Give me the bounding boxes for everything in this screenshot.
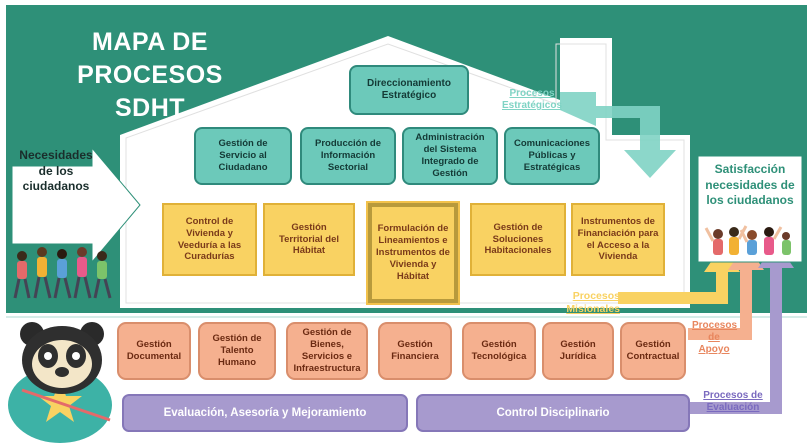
happy-people-illustration bbox=[704, 225, 791, 255]
support-process-5[interactable]: Gestión Tecnológica bbox=[462, 322, 536, 380]
citizen-needs-label: Necesidades de los ciudadanos bbox=[19, 148, 93, 194]
evaluation-process-2[interactable]: Control Disciplinario bbox=[416, 394, 690, 432]
missional-process-3[interactable]: Formulación de Lineamientos e Instrument… bbox=[366, 201, 460, 305]
missional-processes-label: Procesos Misionales bbox=[566, 290, 620, 315]
title-line-1: MAPA DE bbox=[92, 28, 208, 56]
strategic-processes-label: Procesos Estratégicos bbox=[501, 88, 563, 111]
missional-process-2[interactable]: Gestión Territorial del Hábitat bbox=[263, 203, 355, 276]
strategic-arrow bbox=[560, 92, 676, 178]
evaluation-process-1[interactable]: Evaluación, Asesoría y Mejoramiento bbox=[122, 394, 408, 432]
missional-process-4[interactable]: Gestión de Soluciones Habitacionales bbox=[470, 203, 566, 276]
strategic-process-4[interactable]: Comunicaciones Públicas y Estratégicas bbox=[504, 127, 600, 185]
strategic-process-top[interactable]: Direccionamiento Estratégico bbox=[349, 65, 469, 115]
support-process-1[interactable]: Gestión Documental bbox=[117, 322, 191, 380]
support-process-4[interactable]: Gestión Financiera bbox=[378, 322, 452, 380]
walking-citizens-illustration bbox=[13, 247, 112, 299]
satisfaction-label: Satisfacción necesidades de los ciudadan… bbox=[705, 162, 795, 208]
strategic-process-3[interactable]: Administración del Sistema Integrado de … bbox=[402, 127, 498, 185]
support-process-3[interactable]: Gestión de Bienes, Servicios e Infraestr… bbox=[286, 322, 368, 380]
missional-process-5[interactable]: Instrumentos de Financiación para el Acc… bbox=[571, 203, 665, 276]
support-process-2[interactable]: Gestión de Talento Humano bbox=[198, 322, 276, 380]
evaluation-processes-label: Procesos de Evaluación bbox=[703, 390, 763, 413]
support-processes-label: Procesos de Apoyo bbox=[692, 320, 738, 355]
strategic-process-2[interactable]: Producción de Información Sectorial bbox=[300, 127, 396, 185]
support-process-6[interactable]: Gestión Jurídica bbox=[542, 322, 614, 380]
input-arrow bbox=[11, 146, 141, 264]
missional-process-1[interactable]: Control de Vivienda y Veeduría a las Cur… bbox=[162, 203, 257, 276]
support-process-7[interactable]: Gestión Contractual bbox=[620, 322, 686, 380]
bear-mascot-illustration bbox=[8, 322, 112, 443]
page-title: MAPA DE PROCESOS SDHT bbox=[70, 26, 230, 125]
strategic-process-1[interactable]: Gestión de Servicio al Ciudadano bbox=[194, 127, 292, 185]
title-line-2: PROCESOS SDHT bbox=[77, 61, 223, 122]
